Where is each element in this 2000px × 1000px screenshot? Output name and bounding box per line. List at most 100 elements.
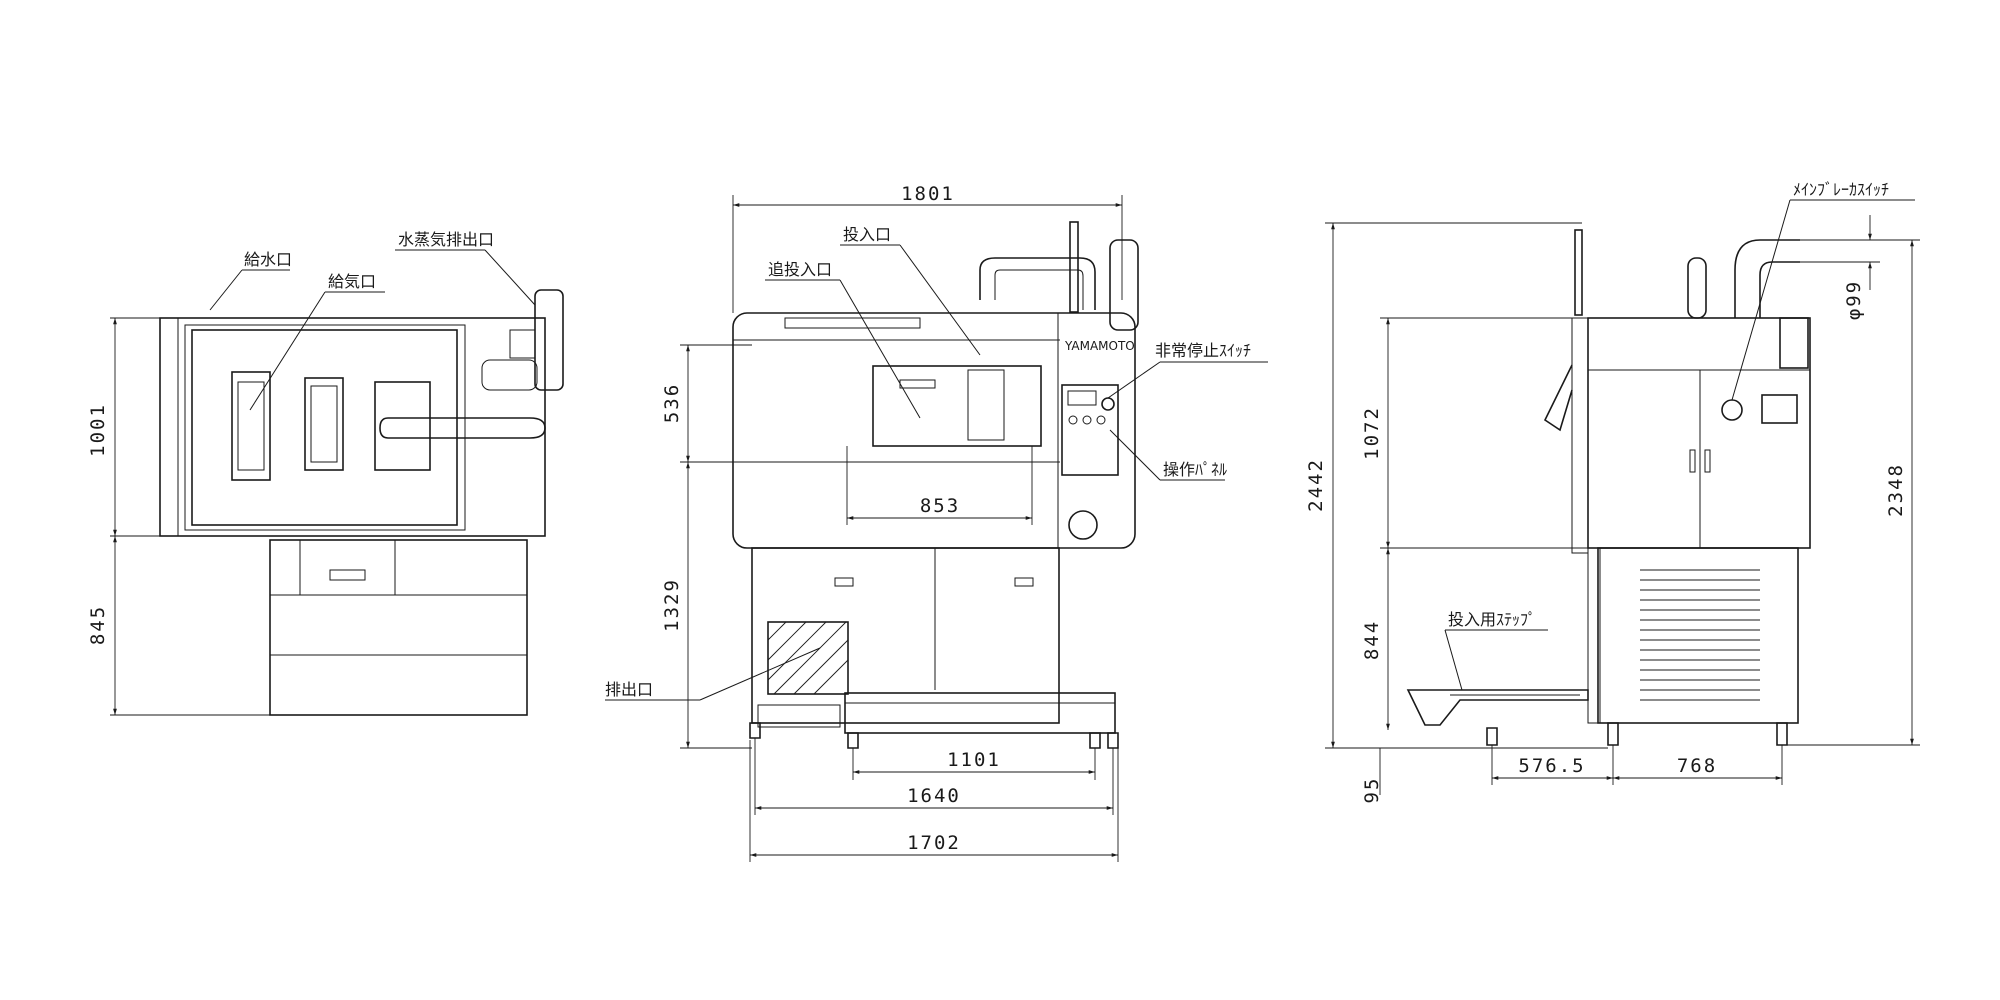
front-view-foot	[1089, 732, 1101, 749]
top-view-port-3	[374, 381, 431, 471]
top-view-body-outline	[159, 317, 546, 537]
side-view-lower-height: 844	[1361, 620, 1383, 660]
front-view-exhaust-pipe	[1109, 239, 1139, 331]
front-view-discharge-port	[767, 621, 849, 695]
front-view-display	[1067, 390, 1097, 406]
top-view-port-1	[231, 371, 271, 481]
front-view-overall-width: 1801	[901, 183, 955, 205]
main-breaker-label: ﾒｲﾝﾌﾞﾚｰｶｽｲｯﾁ	[1793, 180, 1889, 199]
loading-step-label: 投入用ｽﾃｯﾌﾟ	[1448, 610, 1536, 629]
front-view-lower-height: 1329	[661, 578, 683, 632]
top-view: 1001 845 給水口 給気口 水蒸気排出口	[87, 230, 564, 716]
control-panel-label: 操作ﾊﾟﾈﾙ	[1163, 460, 1227, 479]
top-view-exhaust-box	[509, 329, 536, 359]
front-view-duct	[979, 257, 1096, 310]
top-view-hatch-box	[299, 539, 396, 596]
front-view-door-handle	[899, 379, 936, 389]
front-view-door-window	[967, 369, 1005, 441]
front-view-control-panel	[1061, 384, 1119, 476]
top-view-port-1-inner	[237, 381, 265, 471]
front-view-step-width: 1101	[947, 749, 1001, 771]
side-view-signal-tower	[1574, 229, 1583, 316]
front-view-lower-body	[751, 547, 1060, 724]
side-view-lower-unit	[1597, 547, 1799, 724]
side-view-grille	[1640, 569, 1760, 701]
top-view-port-2-inner	[310, 385, 338, 463]
side-view-exhaust-box	[1779, 317, 1809, 369]
side-view-leader-step	[1444, 629, 1463, 691]
front-view-base	[757, 704, 841, 728]
air-supply-label: 給気口	[328, 272, 376, 291]
front-view-hatch	[793, 639, 849, 695]
side-view-door-handle	[1689, 449, 1696, 473]
front-view-leader-additional	[839, 279, 921, 419]
water-supply-label: 給水口	[244, 250, 292, 269]
top-view-leader-water	[209, 269, 243, 311]
front-view-emergency-stop-button	[1101, 397, 1115, 411]
side-view-loading-step	[1406, 689, 1589, 726]
front-view-port-width: 853	[920, 495, 960, 517]
front-view-upper-height: 536	[661, 383, 683, 423]
front-view-foot	[749, 722, 761, 739]
front-view-loading-door	[872, 365, 1042, 447]
side-view-foot	[1486, 727, 1498, 746]
front-view-top-bar	[784, 317, 921, 329]
front-view-base-width: 1640	[907, 785, 961, 807]
front-view-signal-tower	[1069, 221, 1079, 313]
front-view-button	[1082, 415, 1092, 425]
side-view-foot-height: 95	[1361, 777, 1383, 804]
front-view-hatch	[767, 621, 827, 681]
side-view-breaker-switch	[1721, 399, 1743, 421]
emergency-stop-label: 非常停止ｽｲｯﾁ	[1155, 341, 1251, 360]
loading-port-label: 投入口	[843, 225, 891, 244]
top-view-depth-value: 1001	[87, 403, 109, 457]
top-view-lid	[191, 329, 458, 526]
side-view-exhaust-duct-inner	[1759, 261, 1800, 318]
top-view-lid-frame	[184, 324, 466, 531]
side-view-window	[1761, 394, 1798, 424]
side-view-duct-vertical	[1687, 257, 1707, 319]
side-view-unit-depth: 768	[1677, 755, 1717, 777]
top-view-exhaust-elbow	[481, 359, 538, 391]
front-view-leader-emergency	[1107, 361, 1161, 399]
front-view-leader-panel	[1109, 429, 1161, 481]
side-view-duct-diameter: φ99	[1843, 280, 1865, 320]
side-view: 2442 1072 844 95 576.5 768 2348 φ99 ﾒｲﾝﾌ…	[1305, 180, 1920, 803]
side-view-foot	[1776, 722, 1788, 746]
top-view-duct	[379, 417, 546, 439]
additional-port-label: 追投入口	[768, 260, 832, 279]
discharge-port-label: 排出口	[605, 680, 653, 699]
front-view-hatch	[813, 659, 849, 695]
side-view-step-offset: 576.5	[1518, 755, 1585, 777]
top-view-exhaust-pipe	[534, 289, 564, 391]
side-view-hopper-flap	[1543, 364, 1573, 432]
front-view-leader-discharge	[699, 647, 821, 701]
top-view-step	[269, 539, 528, 716]
front-view: YAMAMOTO 1801	[605, 183, 1268, 862]
side-view-upper-height: 1072	[1361, 406, 1383, 460]
side-view-duct-height: 2348	[1885, 463, 1907, 517]
top-view-handle	[329, 569, 366, 581]
front-view-duct-inner	[994, 269, 1084, 310]
front-view-hatch	[767, 621, 787, 641]
steam-exhaust-label: 水蒸気排出口	[398, 230, 494, 249]
top-view-port-2	[304, 377, 344, 471]
side-view-door-handle	[1704, 449, 1711, 473]
side-view-total-height: 2442	[1305, 458, 1327, 512]
top-view-leader-air	[249, 291, 326, 411]
top-view-step-depth-value: 845	[87, 605, 109, 645]
side-view-leader-breaker	[1731, 199, 1791, 401]
front-view-slot	[834, 577, 854, 587]
side-view-exhaust-duct	[1734, 239, 1800, 318]
front-view-button	[1068, 415, 1078, 425]
top-view-leader-steam	[484, 249, 536, 306]
front-view-leader-loading	[899, 244, 981, 356]
front-view-step	[844, 692, 1116, 734]
top-view-front-edge	[159, 317, 179, 537]
side-view-upper-body	[1587, 317, 1811, 549]
front-view-hatch	[767, 621, 807, 661]
front-view-foot-width: 1702	[907, 832, 961, 854]
front-view-hatch	[773, 621, 847, 695]
front-view-foot	[1107, 732, 1119, 749]
